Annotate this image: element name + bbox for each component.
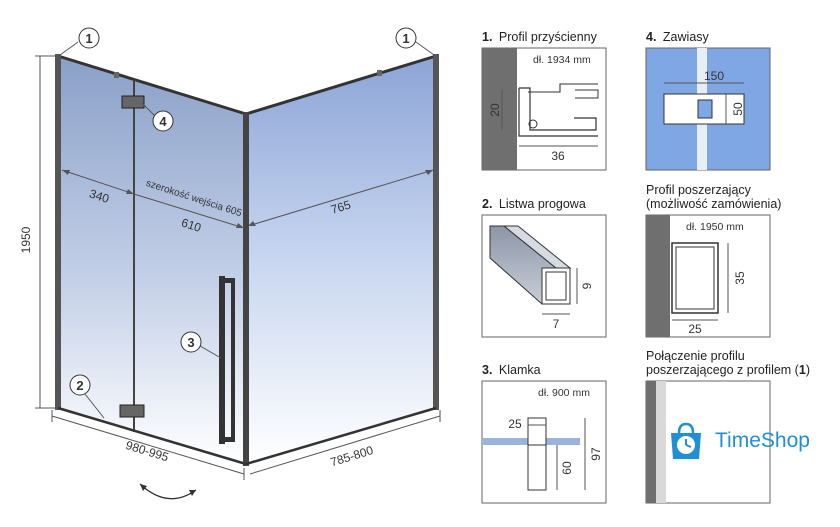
wall-profile-left: [55, 54, 61, 410]
panel-threshold: 2. Listwa progowa 9 7: [481, 197, 607, 338]
connection-title-2b: 1: [799, 363, 806, 377]
connection-title-1: Połączenie profilu: [646, 349, 745, 363]
panel-3-dim-60: 60: [560, 461, 574, 475]
panel-4-width: 150: [704, 69, 724, 83]
marker-1-right-label: 1: [402, 31, 409, 46]
panel-connection: Połączenie profilu poszerzającego z prof…: [645, 349, 810, 504]
panel-4-title: Zawiasy: [663, 30, 710, 44]
marker-1-left-label: 1: [85, 31, 92, 46]
svg-text:4. Zawiasy: 4. Zawiasy: [646, 30, 710, 44]
svg-text:poszerzającego z profilem (1): poszerzającego z profilem (1): [646, 363, 810, 377]
height-dimension: 1950: [19, 55, 58, 409]
panel-3-number: 3.: [482, 363, 492, 377]
panel-2-width: 7: [553, 317, 560, 331]
timeshop-name: TimeShop: [715, 429, 810, 452]
panel-extension-profile: Profil poszerzający (możliwość zamówieni…: [645, 183, 781, 338]
panel-2-height: 9: [580, 282, 594, 289]
extension-length: dł. 1950 mm: [686, 221, 744, 233]
timeshop-logo: TimeShop: [665, 419, 835, 463]
door-swing-arrow: [139, 483, 197, 500]
dim-side: 785-800: [329, 443, 376, 469]
clip-left: [114, 72, 119, 78]
panel-3-title: Klamka: [499, 363, 541, 377]
marker-1-right: 1: [395, 27, 435, 56]
dim-610: 610: [180, 215, 204, 235]
panel-1-length: dł. 1934 mm: [533, 54, 591, 66]
extension-width: 25: [688, 322, 702, 336]
panel-3-dim-25: 25: [508, 417, 522, 431]
panel-2-title: Listwa progowa: [499, 197, 586, 211]
svg-text:2. Listwa progowa: 2. Listwa progowa: [482, 197, 586, 211]
dim-765: 765: [329, 197, 353, 216]
marker-1-left: 1: [59, 27, 100, 56]
panel-1-title: Profil przyścienny: [499, 30, 598, 44]
extension-title-1: Profil poszerzający: [646, 183, 752, 197]
wall-profile-right: [433, 54, 439, 410]
shower-enclosure: [55, 54, 439, 466]
front-glass: [57, 54, 247, 466]
marker-4-label: 4: [159, 114, 167, 129]
profile-shape: [518, 87, 598, 137]
marker-2-label: 2: [76, 378, 83, 393]
corner-post: [243, 112, 249, 466]
marker-3-label: 3: [187, 335, 194, 350]
marker-2: 2: [69, 374, 105, 419]
panel-1-number: 1.: [482, 30, 492, 44]
panel-1-width: 36: [551, 149, 565, 163]
extension-height: 35: [733, 271, 747, 285]
dim-front: 980-995: [124, 438, 171, 464]
panel-1-height: 20: [488, 103, 502, 117]
hinge-top: [121, 95, 145, 109]
shopping-bag-clock-icon: [671, 422, 701, 459]
extension-shape: [671, 242, 719, 314]
dim-340: 340: [88, 186, 112, 206]
door-handle: [219, 276, 225, 444]
connection-title-2a: poszerzającego z profilem (: [646, 363, 800, 377]
marker-3: 3: [180, 331, 222, 359]
extension-title-2: (możliwość zamówienia): [646, 197, 781, 211]
panel-3-dim-97: 97: [589, 447, 603, 461]
side-glass: [245, 54, 437, 466]
hinge-bottom: [119, 404, 145, 418]
svg-text:3. Klamka: 3. Klamka: [482, 363, 541, 377]
panel-wall-profile: 1. Profil przyścienny dł. 1934 mm 20 36: [481, 30, 607, 171]
clip-right: [377, 70, 382, 76]
svg-text:1. Profil przyścienny: 1. Profil przyścienny: [482, 30, 598, 44]
height-value: 1950: [19, 226, 33, 253]
panel-hinges: 4. Zawiasy 150 50: [645, 30, 771, 171]
marker-4: 4: [141, 102, 174, 132]
connection-title-2c: ): [806, 363, 810, 377]
panel-4-height: 50: [731, 102, 745, 116]
panel-handle: 3. Klamka dł. 900 mm 25 60 97: [481, 363, 607, 504]
panel-3-length: dł. 900 mm: [538, 387, 590, 399]
panel-4-number: 4.: [646, 30, 656, 44]
panel-2-number: 2.: [482, 197, 492, 211]
